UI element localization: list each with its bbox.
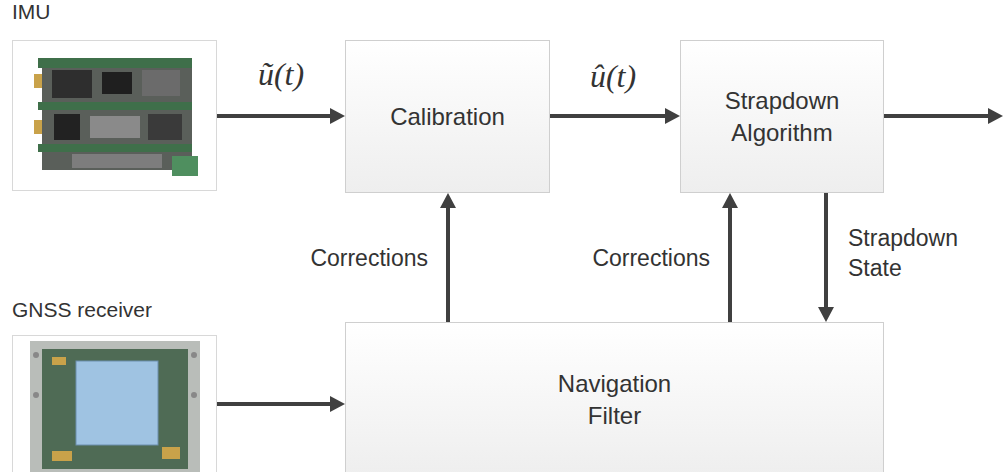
- sensor-panel: IMU: [12, 0, 217, 191]
- signal-label: û(t): [568, 58, 658, 95]
- flow-arrow: [818, 193, 834, 322]
- flow-arrow: [550, 108, 680, 124]
- node-label: Calibration: [390, 101, 505, 132]
- imu-picture: [12, 40, 217, 191]
- node-heading: GNSS receiver: [12, 298, 152, 322]
- gnss-board-picture: [12, 335, 217, 472]
- process-box: Calibration: [345, 40, 550, 193]
- edge-label: Strapdown State: [848, 224, 966, 284]
- signal-label: ũ(t): [236, 56, 326, 93]
- sensor-panel: GNSS receiver: [12, 298, 217, 472]
- edge-label: Corrections: [560, 244, 710, 274]
- flow-arrow: [217, 108, 345, 124]
- filter-box: Navigation Filter: [345, 322, 884, 472]
- process-box: Strapdown Algorithm: [680, 40, 884, 193]
- node-label: Strapdown Algorithm: [692, 85, 872, 147]
- flow-arrow: [217, 396, 345, 412]
- output-arrow: [884, 100, 1005, 132]
- node-heading: IMU: [12, 0, 51, 24]
- flow-arrow: [722, 193, 738, 322]
- edge-label: Corrections: [280, 244, 428, 274]
- flow-arrow: [440, 193, 456, 322]
- node-label: Navigation Filter: [540, 368, 690, 430]
